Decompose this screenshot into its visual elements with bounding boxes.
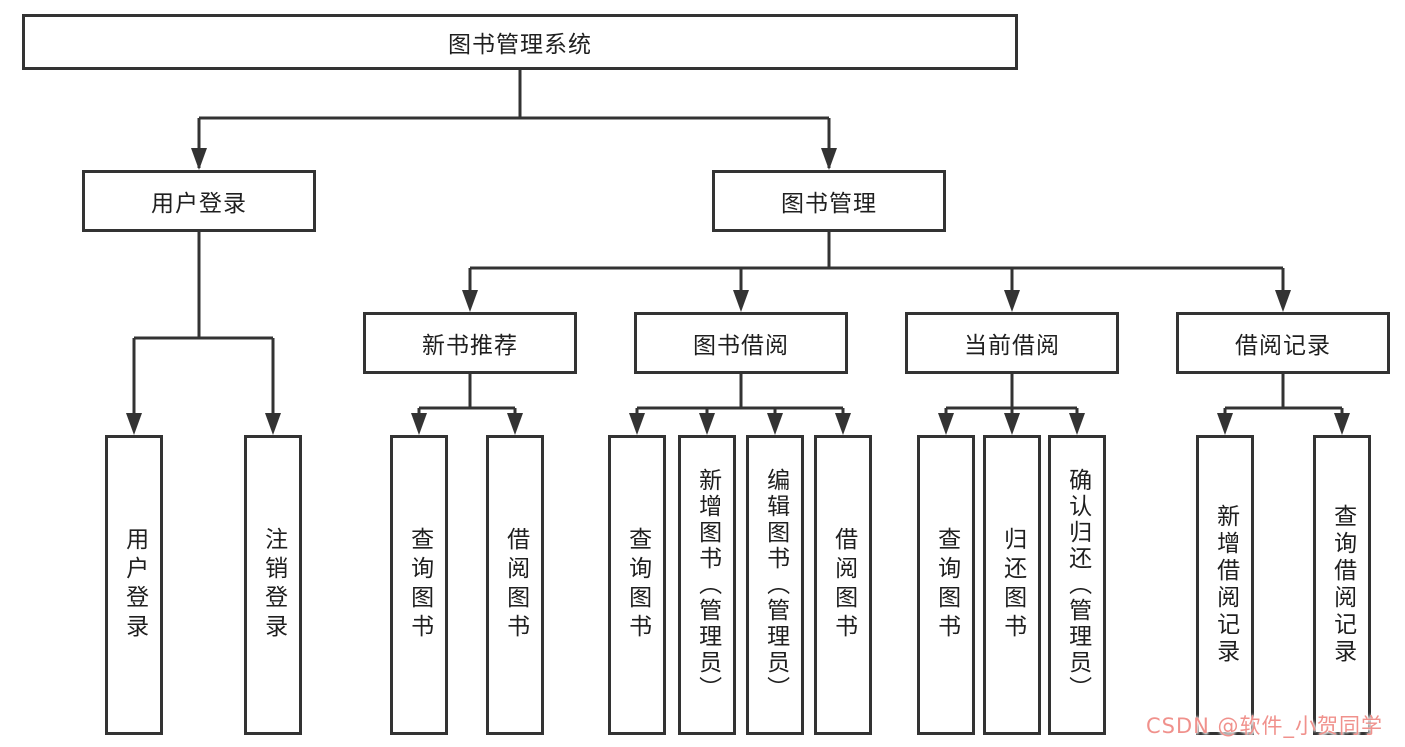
node-leaf-confirm-return-admin: 确认归还（管理员） [1048, 435, 1106, 735]
node-borrow-records: 借阅记录 [1176, 312, 1390, 374]
arrowheads [126, 148, 1350, 435]
node-leaf-add-books-admin: 新增图书（管理员） [678, 435, 736, 735]
node-leaf-query-borrow-record: 查询借阅记录 [1313, 435, 1371, 735]
node-leaf-user-login: 用户登录 [105, 435, 163, 735]
node-leaf-add-borrow-record: 新增借阅记录 [1196, 435, 1254, 735]
node-leaf-return-books: 归还图书 [983, 435, 1041, 735]
node-current-borrow: 当前借阅 [905, 312, 1119, 374]
node-leaf-query-books-borrow: 查询图书 [608, 435, 666, 735]
node-leaf-borrow-books: 借阅图书 [814, 435, 872, 735]
node-leaf-edit-books-admin: 编辑图书（管理员） [746, 435, 804, 735]
node-leaf-query-books-recommend: 查询图书 [390, 435, 448, 735]
node-new-book-recommend: 新书推荐 [363, 312, 577, 374]
node-user-login-branch: 用户登录 [82, 170, 316, 232]
tree-edges [132, 70, 1344, 431]
watermark: CSDN @软件_小贺同学 [1146, 714, 1384, 738]
node-book-management-branch: 图书管理 [712, 170, 946, 232]
node-leaf-logout: 注销登录 [244, 435, 302, 735]
node-book-borrow: 图书借阅 [634, 312, 848, 374]
node-leaf-borrow-books-recommend: 借阅图书 [486, 435, 544, 735]
node-library-management-system: 图书管理系统 [22, 14, 1018, 70]
node-leaf-query-books-current: 查询图书 [917, 435, 975, 735]
